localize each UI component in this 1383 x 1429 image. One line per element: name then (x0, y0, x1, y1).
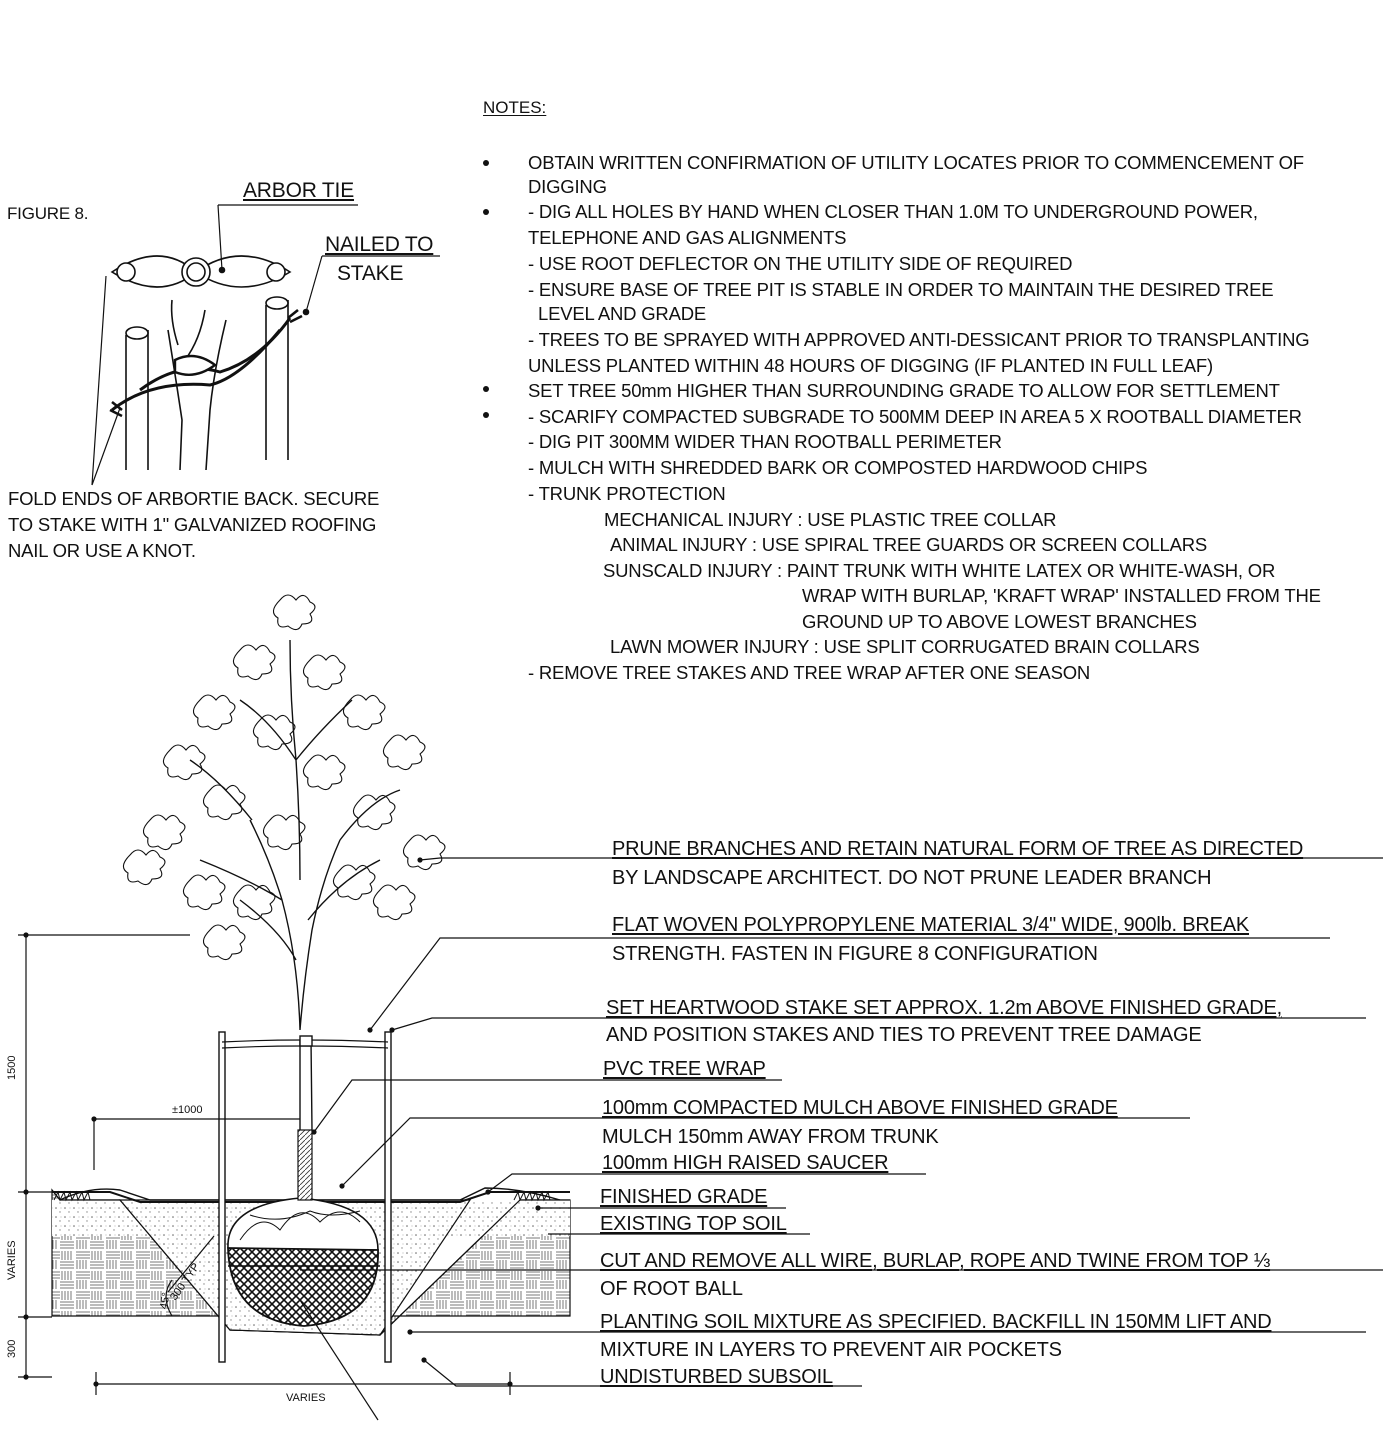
tree-canopy (122, 594, 446, 1031)
bullet (483, 412, 489, 418)
note-line: UNLESS PLANTED WITHIN 48 HOURS OF DIGGIN… (528, 355, 1213, 376)
note-line: SET TREE 50mm HIGHER THAN SURROUNDING GR… (528, 380, 1280, 401)
figure8-title: FIGURE 8. (7, 204, 89, 223)
note-line: OBTAIN WRITTEN CONFIRMATION OF UTILITY L… (528, 152, 1304, 173)
callout-dots (311, 857, 541, 1363)
dim-300: 300 (6, 1339, 18, 1358)
callout-plant-1: PLANTING SOIL MIXTURE AS SPECIFIED. BACK… (600, 1311, 1272, 1333)
figure8-sketch (91, 204, 440, 486)
callout-plant-2: MIXTURE IN LAYERS TO PREVENT AIR POCKETS (600, 1339, 1062, 1361)
callout-saucer: 100mm HIGH RAISED SAUCER (602, 1152, 889, 1174)
callout-mulch-2: MULCH 150mm AWAY FROM TRUNK (602, 1126, 939, 1148)
callout-stake-1: SET HEARTWOOD STAKE SET APPROX. 1.2m ABO… (606, 997, 1282, 1019)
nailed-to-label: NAILED TO (325, 233, 434, 256)
note-line: SUNSCALD INJURY : PAINT TRUNK WITH WHITE… (603, 560, 1276, 581)
note-line: - TRUNK PROTECTION (528, 483, 726, 504)
callout-prune-2: BY LANDSCAPE ARCHITECT. DO NOT PRUNE LEA… (612, 867, 1212, 889)
callout-stake-2: AND POSITION STAKES AND TIES TO PREVENT … (606, 1024, 1202, 1046)
bullet (483, 160, 489, 166)
note-line: LEVEL AND GRADE (538, 303, 707, 324)
note-line: - ENSURE BASE OF TREE PIT IS STABLE IN O… (528, 279, 1274, 300)
planting-section (51, 1031, 571, 1363)
note-line: - USE ROOT DEFLECTOR ON THE UTILITY SIDE… (528, 253, 1073, 274)
callout-mulch-1: 100mm COMPACTED MULCH ABOVE FINISHED GRA… (602, 1097, 1118, 1119)
callout-top-soil: EXISTING TOP SOIL (600, 1213, 787, 1235)
note-line: - DIG PIT 300MM WIDER THAN ROOTBALL PERI… (528, 431, 1002, 452)
fold-note-line-1: FOLD ENDS OF ARBORTIE BACK. SECURE (8, 488, 380, 509)
callout-subsoil: UNDISTURBED SUBSOIL (600, 1366, 833, 1388)
note-line: ANIMAL INJURY : USE SPIRAL TREE GUARDS O… (610, 534, 1208, 555)
dim-varies-left: VARIES (6, 1240, 18, 1280)
callout-flat-2: STRENGTH. FASTEN IN FIGURE 8 CONFIGURATI… (612, 943, 1098, 965)
dim-1000: ±1000 (172, 1104, 203, 1116)
bullet (483, 386, 489, 392)
note-line: - SCARIFY COMPACTED SUBGRADE TO 500MM DE… (528, 406, 1302, 427)
callout-flat-1: FLAT WOVEN POLYPROPYLENE MATERIAL 3/4" W… (612, 914, 1250, 936)
note-line: - MULCH WITH SHREDDED BARK OR COMPOSTED … (528, 457, 1148, 478)
note-line: - TREES TO BE SPRAYED WITH APPROVED ANTI… (528, 329, 1310, 350)
note-line: TELEPHONE AND GAS ALIGNMENTS (528, 227, 847, 248)
callout-leaders (299, 857, 1383, 1421)
dimension-lines (18, 932, 513, 1395)
dim-1500: 1500 (6, 1055, 18, 1080)
note-line: WRAP WITH BURLAP, 'KRAFT WRAP' INSTALLED… (802, 585, 1321, 606)
dim-varies-bottom: VARIES (286, 1392, 326, 1404)
note-line: MECHANICAL INJURY : USE PLASTIC TREE COL… (604, 509, 1057, 530)
note-line: DIGGING (528, 176, 607, 197)
note-line: - REMOVE TREE STAKES AND TREE WRAP AFTER… (528, 662, 1091, 683)
arbor-tie-label: ARBOR TIE (243, 179, 355, 202)
callout-cut-2: OF ROOT BALL (600, 1278, 743, 1300)
note-line: GROUND UP TO ABOVE LOWEST BRANCHES (802, 611, 1197, 632)
fold-note-line-3: NAIL OR USE A KNOT. (8, 540, 196, 561)
callout-pvc: PVC TREE WRAP (603, 1058, 766, 1080)
bullet (483, 209, 489, 215)
note-line: LAWN MOWER INJURY : USE SPLIT CORRUGATED… (610, 636, 1200, 657)
stake-label: STAKE (337, 262, 404, 285)
note-line: - DIG ALL HOLES BY HAND WHEN CLOSER THAN… (528, 201, 1258, 222)
fold-note-line-2: TO STAKE WITH 1" GALVANIZED ROOFING (8, 514, 377, 535)
notes-title: NOTES: (483, 98, 547, 117)
callout-prune-1: PRUNE BRANCHES AND RETAIN NATURAL FORM O… (612, 838, 1304, 860)
callout-cut-1: CUT AND REMOVE ALL WIRE, BURLAP, ROPE AN… (600, 1250, 1271, 1272)
callout-finished-grade: FINISHED GRADE (600, 1186, 768, 1208)
